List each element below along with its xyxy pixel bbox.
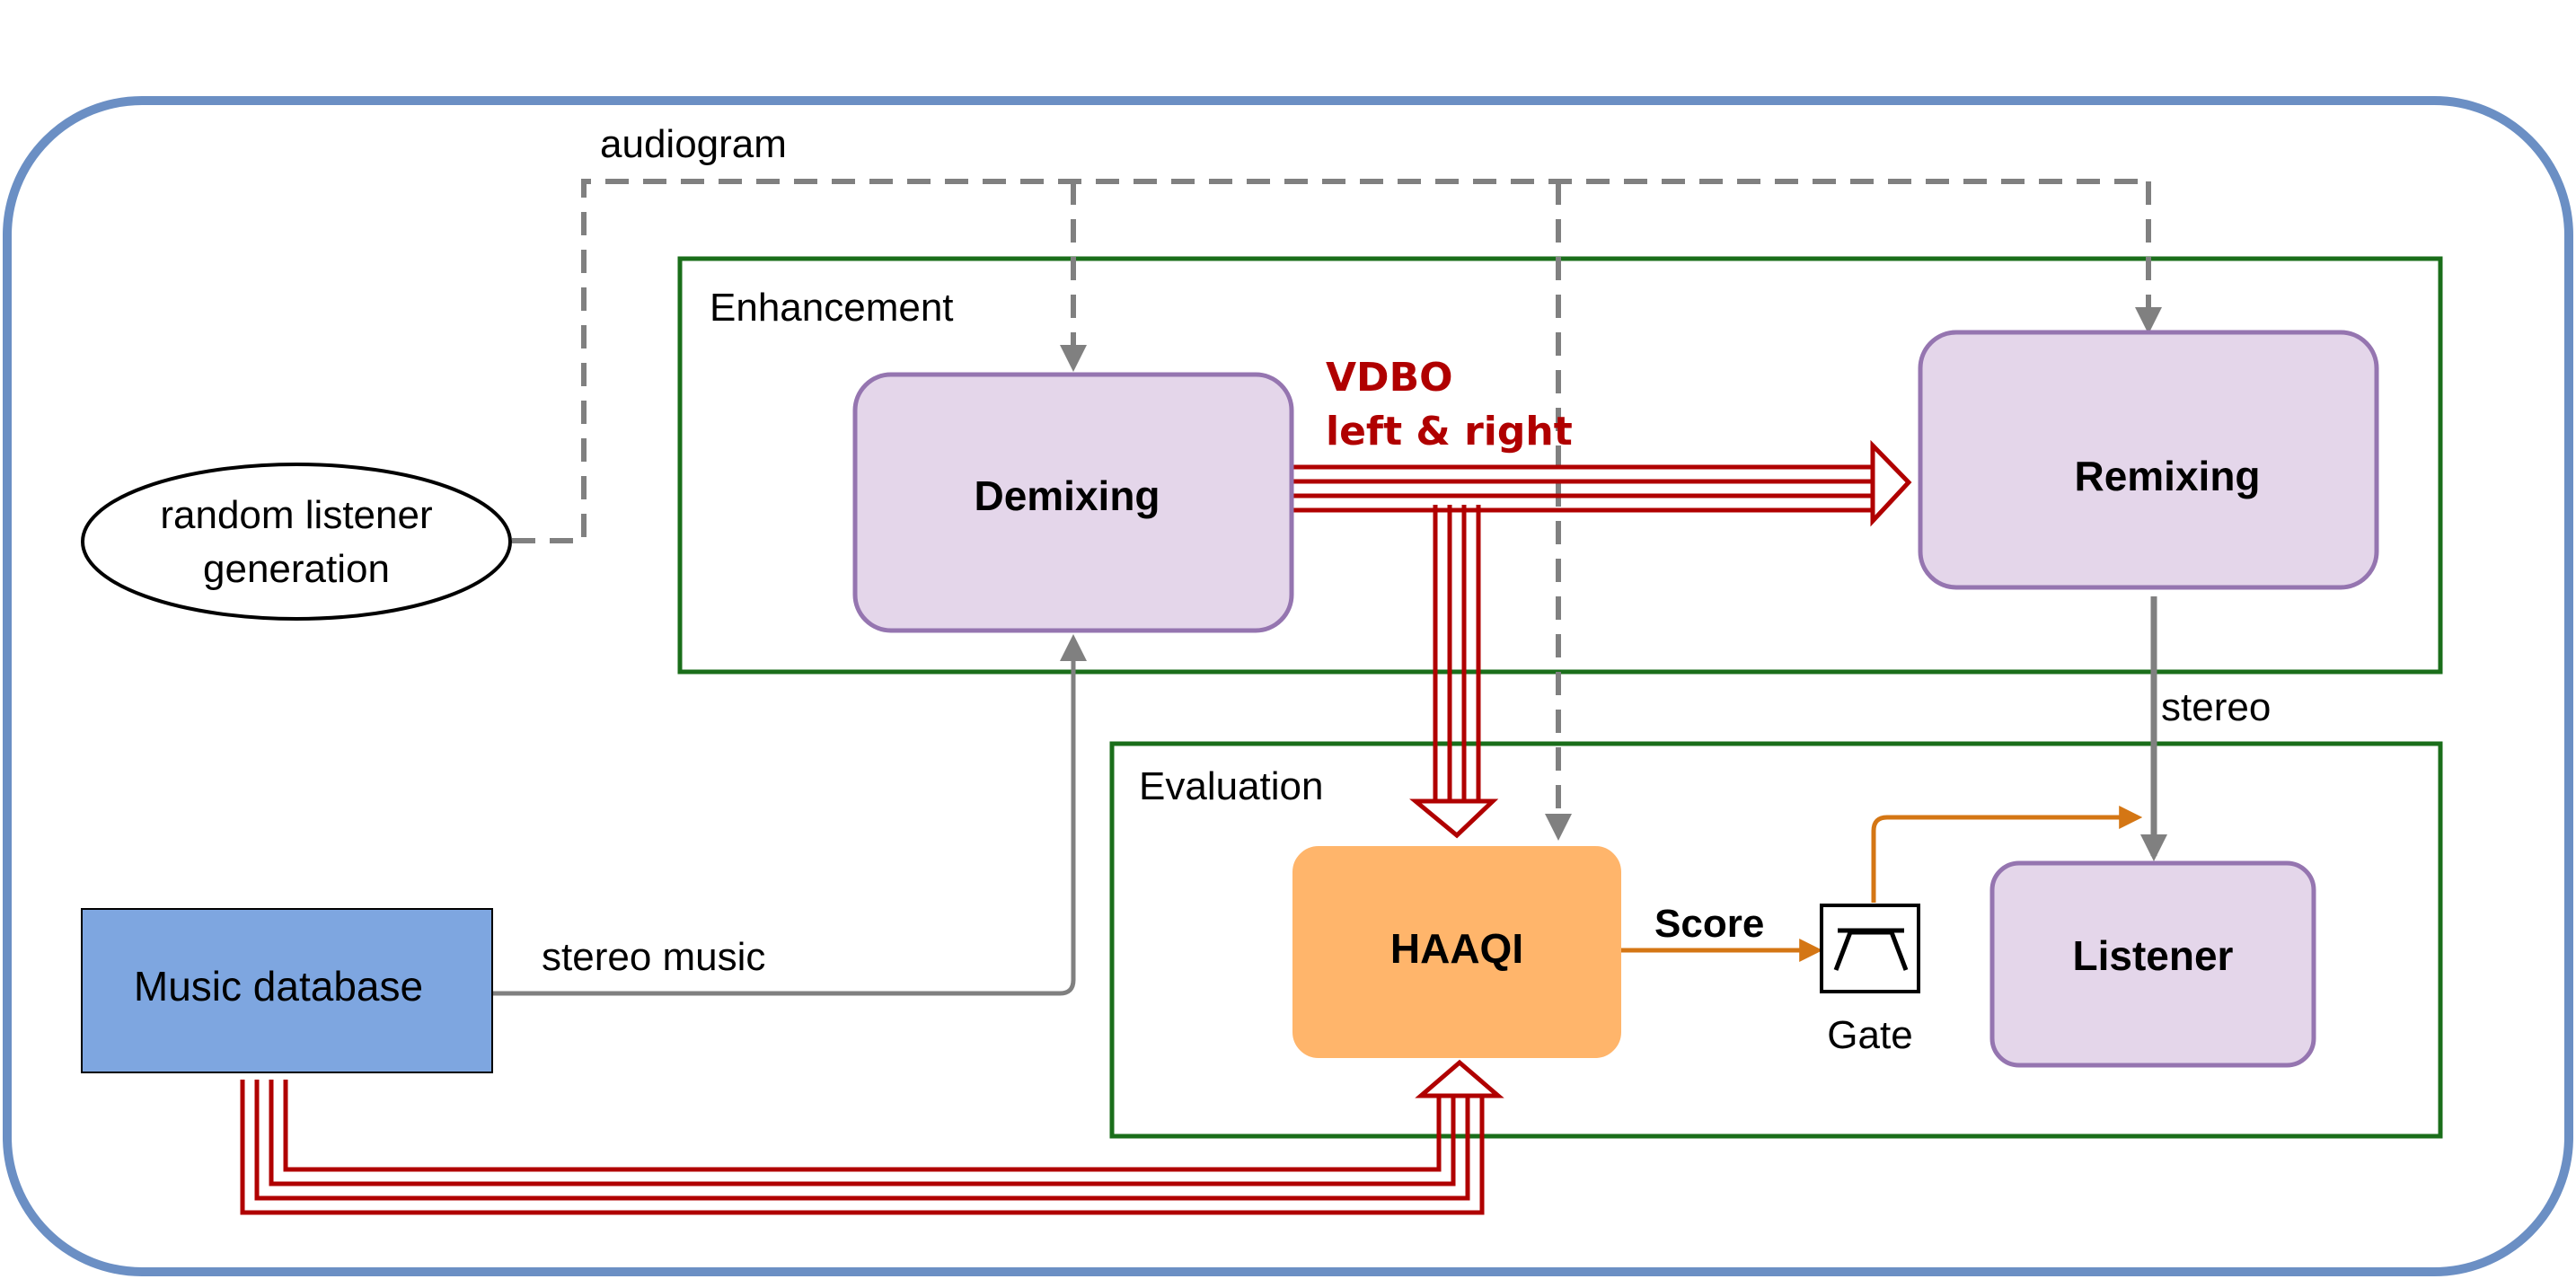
- demixing-node: [852, 372, 1294, 633]
- evaluation-label: Evaluation: [1139, 764, 1323, 808]
- gate-to-listener-arrow: [1871, 806, 2143, 903]
- listener-label: Listener: [2073, 932, 2234, 979]
- enhancement-label: Enhancement: [710, 286, 954, 330]
- stereo-label: stereo: [2161, 685, 2271, 729]
- score-label: Score: [1654, 902, 1764, 946]
- music-to-haaqi-arrow: [240, 1059, 1504, 1215]
- listener-node: [1989, 860, 2316, 1068]
- audiogram-trunk: [512, 179, 2148, 543]
- stereo-music-arrow: [492, 634, 1087, 996]
- haaqi-node: [1292, 846, 1621, 1058]
- music-database-label: Music database: [134, 963, 423, 1010]
- random-listener-node: [81, 463, 512, 621]
- vdbo-to-haaqi-arrow: [1409, 505, 1499, 839]
- vdbo-label-line1: VDBO: [1326, 355, 1453, 401]
- random-listener-label-line2: generation: [203, 547, 390, 591]
- demixing-label: Demixing: [974, 472, 1160, 519]
- gate-icon: [1820, 904, 1920, 993]
- remixing-node: [1918, 330, 2379, 590]
- haaqi-label: HAAQI: [1390, 925, 1523, 972]
- audiogram-label: audiogram: [600, 122, 787, 166]
- outer-frame: [3, 96, 2573, 1276]
- vdbo-to-remixing-arrow: [1293, 439, 1912, 527]
- evaluation-group: [1109, 741, 2443, 1139]
- remixing-label: Remixing: [2074, 453, 2260, 499]
- stereo-music-label: stereo music: [542, 935, 765, 979]
- music-database-node: [81, 908, 493, 1073]
- vdbo-label-line2: left & right: [1326, 409, 1573, 454]
- random-listener-label-line1: random listener: [160, 493, 432, 537]
- audiogram-connectors: [512, 179, 2162, 841]
- gate-label: Gate: [1827, 1013, 1912, 1057]
